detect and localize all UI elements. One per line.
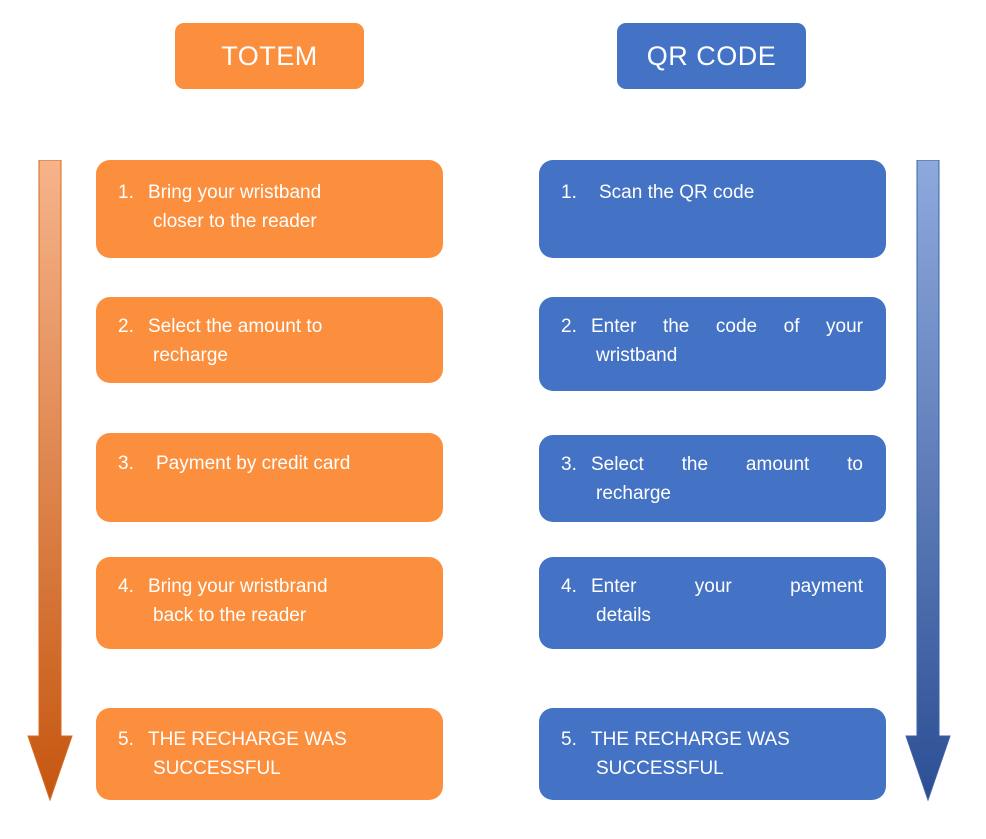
step-text-line2: details <box>596 605 651 626</box>
qr-step-4: 4. Enter your payment details <box>539 557 886 649</box>
step-number: 1. <box>118 182 134 203</box>
step-number: 3. <box>561 454 577 475</box>
step-text-line1: THE RECHARGE WAS <box>591 729 790 750</box>
qr-code-header: QR CODE <box>617 23 806 89</box>
totem-step-4: 4. Bring your wristbrand back to the read… <box>96 557 443 649</box>
qr-step-5: 5. THE RECHARGE WAS SUCCESSFUL <box>539 708 886 800</box>
step-number: 4. <box>118 576 134 597</box>
step-text-line2: SUCCESSFUL <box>596 758 724 779</box>
step-text-line1: Enter your payment <box>591 576 863 597</box>
step-text-line2: closer to the reader <box>153 211 317 232</box>
totem-step-1: 1. Bring your wristband closer to the rea… <box>96 160 443 258</box>
step-text-line1: Enter the code of your <box>591 316 863 337</box>
step-text-line2: recharge <box>596 483 671 504</box>
step-text-line1: Bring your wristband <box>148 182 322 203</box>
totem-header: TOTEM <box>175 23 364 89</box>
step-text-line2: wristband <box>596 345 678 366</box>
left-flow-arrow-icon <box>27 160 73 802</box>
step-text-line1: Bring your wristbrand <box>148 576 328 597</box>
qr-step-3: 3. Select the amount to recharge <box>539 435 886 522</box>
qr-step-1: 1. Scan the QR code <box>539 160 886 258</box>
step-text-line1: Scan the QR code <box>599 182 755 203</box>
step-number: 2. <box>561 316 577 337</box>
step-text-line1: Select the amount to <box>591 454 863 475</box>
right-flow-arrow-icon <box>905 160 951 802</box>
totem-step-2: 2. Select the amount to recharge <box>96 297 443 383</box>
step-text-line1: Select the amount to <box>148 316 323 337</box>
step-number: 1. <box>561 182 577 203</box>
step-number: 5. <box>118 729 134 750</box>
step-text-line1: THE RECHARGE WAS <box>148 729 347 750</box>
step-number: 5. <box>561 729 577 750</box>
step-text-line2: back to the reader <box>153 605 307 626</box>
step-text-line2: recharge <box>153 345 228 366</box>
qr-step-2: 2. Enter the code of your wristband <box>539 297 886 391</box>
step-number: 4. <box>561 576 577 597</box>
step-text-line1: Payment by credit card <box>156 453 351 474</box>
step-number: 2. <box>118 316 134 337</box>
step-number: 3. <box>118 453 134 474</box>
step-text-line2: SUCCESSFUL <box>153 758 281 779</box>
totem-step-3: 3. Payment by credit card <box>96 433 443 522</box>
totem-step-5: 5. THE RECHARGE WAS SUCCESSFUL <box>96 708 443 800</box>
